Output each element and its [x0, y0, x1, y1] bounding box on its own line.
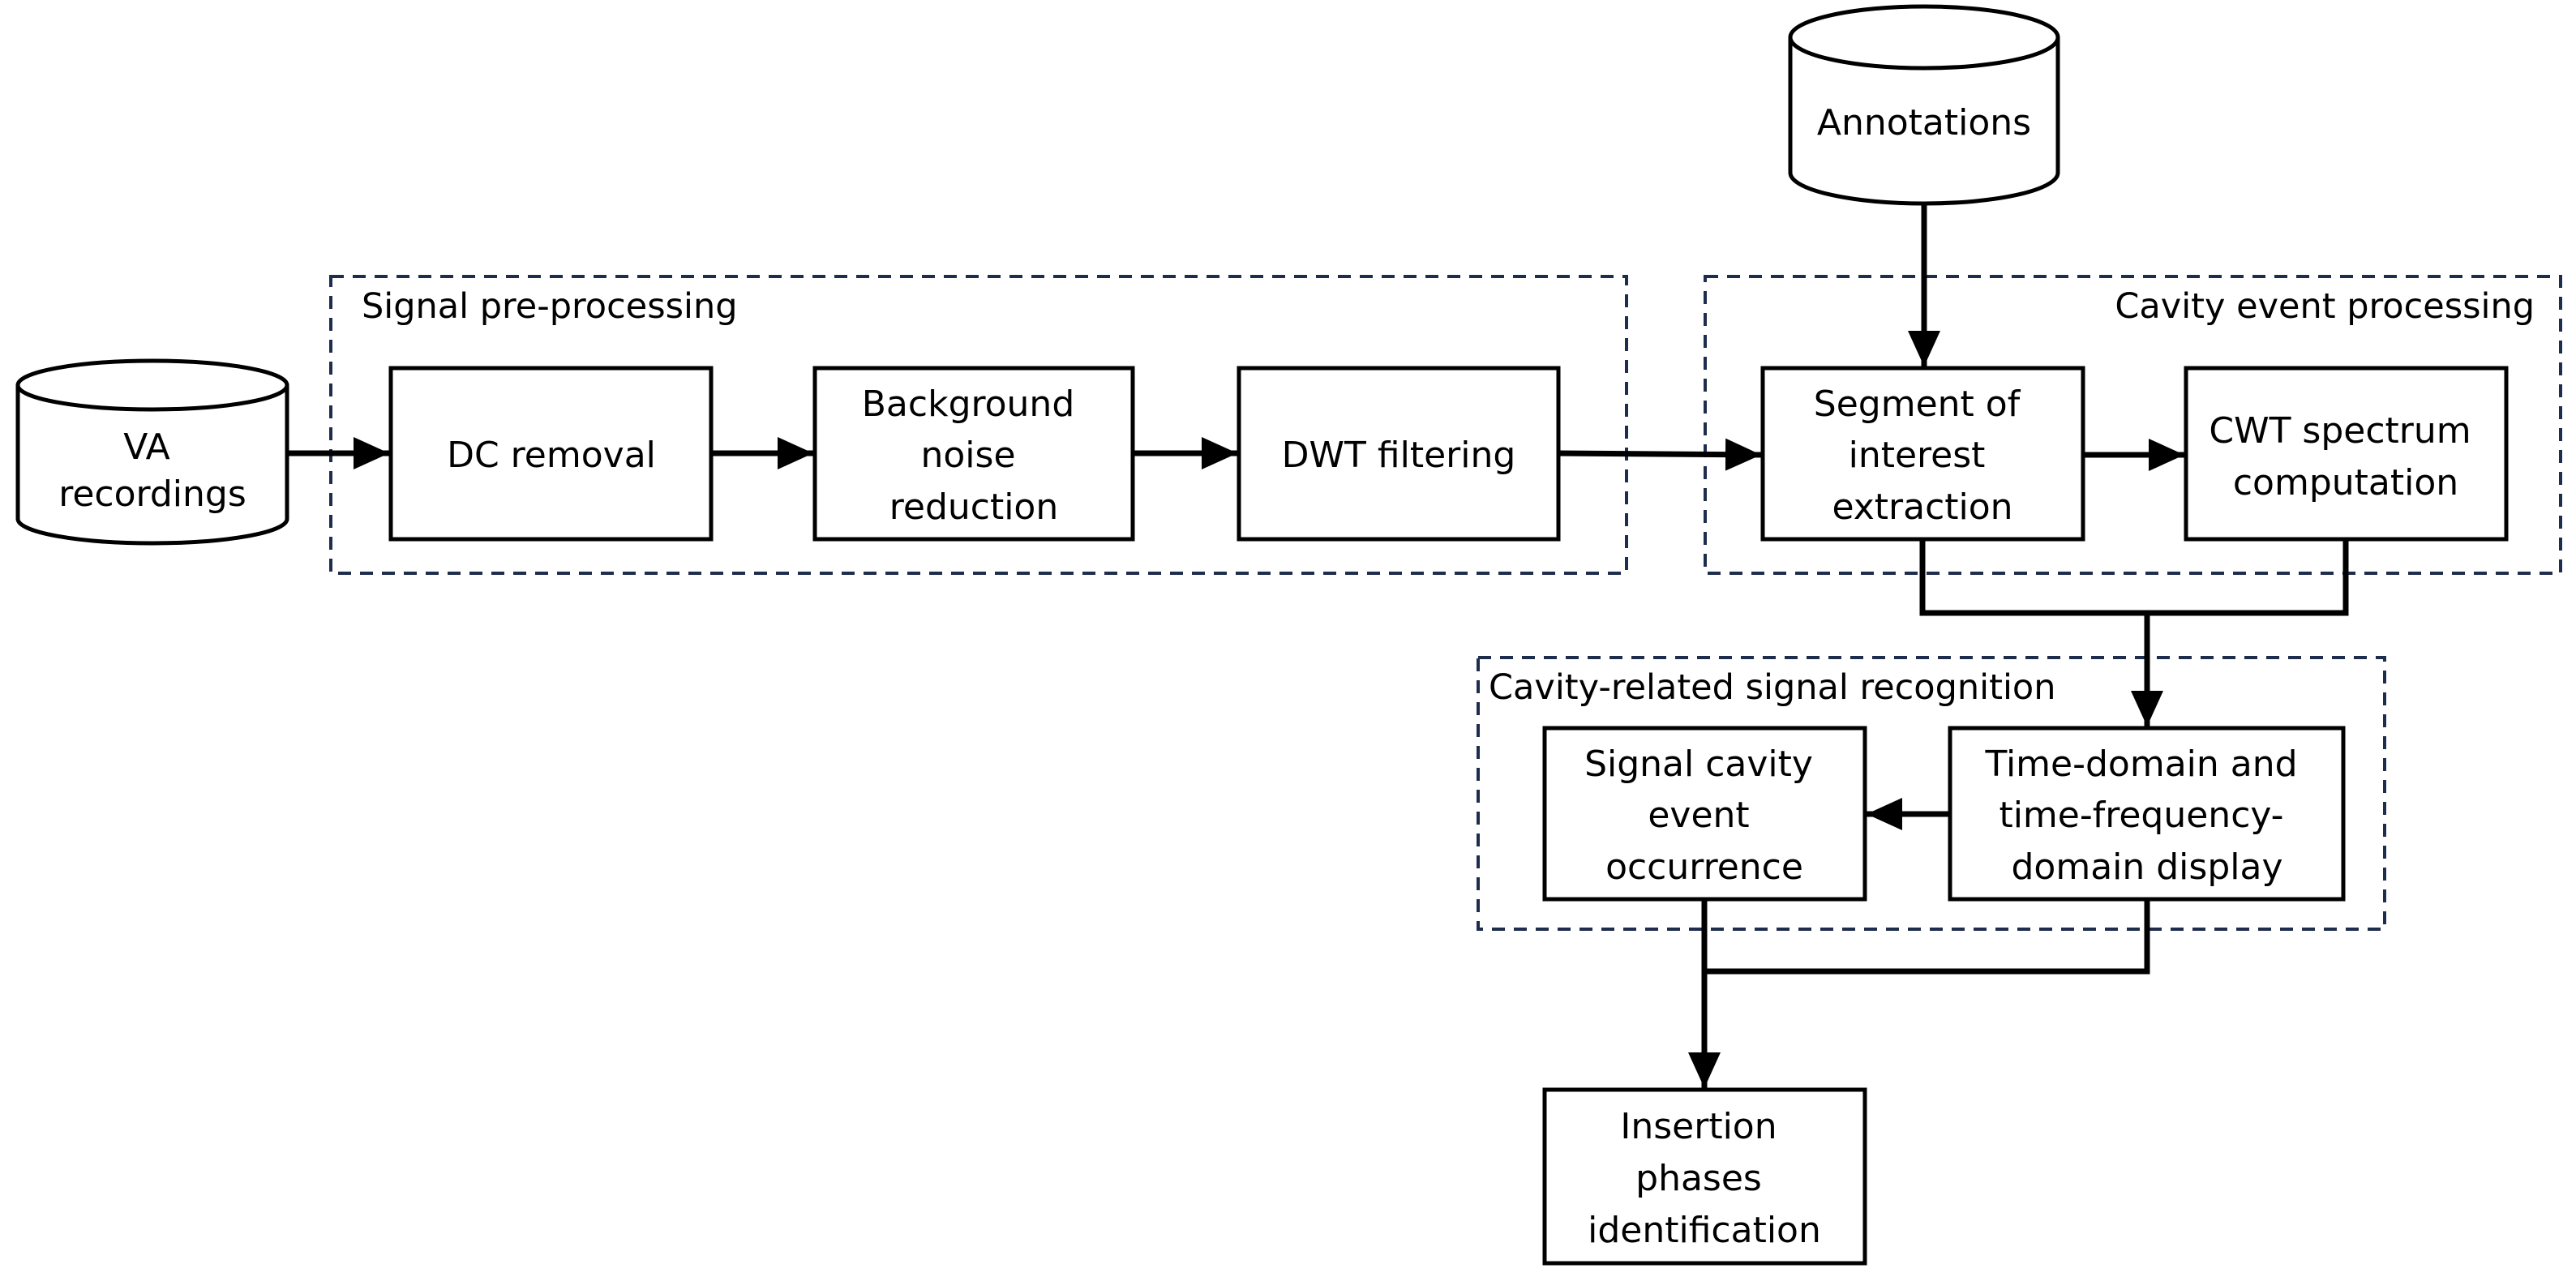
cwt-spectrum-box: CWT spectrum computation: [2184, 366, 2509, 542]
insertion-phases-label: Insertion phases identification: [1588, 1106, 1821, 1251]
preprocessing-group-label: Signal pre-processing: [362, 286, 738, 327]
va-recordings-database: VA recordings: [15, 358, 289, 546]
arrow-dwt-to-segment: [1558, 438, 1762, 471]
dwt-filtering-box: DWT filtering: [1237, 366, 1561, 542]
background-noise-box: Background noise reduction: [812, 366, 1135, 542]
time-domain-display-label: Time-domain and time-frequency- domain d…: [1984, 743, 2308, 888]
dc-removal-label: DC removal: [447, 435, 656, 476]
signal-cavity-event-box: Signal cavity event occurrence: [1542, 726, 1867, 902]
cwt-spectrum-label: CWT spectrum computation: [2209, 410, 2482, 504]
cavity-processing-group-label: Cavity event processing: [2115, 286, 2535, 327]
annotations-label: Annotations: [1817, 102, 2031, 144]
insertion-phases-box: Insertion phases identification: [1542, 1087, 1867, 1266]
signal-cavity-event-label: Signal cavity event occurrence: [1584, 743, 1824, 888]
segment-extraction-box: Segment of interest extraction: [1760, 366, 2085, 542]
recognition-group-label: Cavity-related signal recognition: [1489, 667, 2055, 708]
time-domain-display-box: Time-domain and time-frequency- domain d…: [1948, 726, 2346, 902]
merge-line-processing: [1919, 539, 2349, 616]
preprocessing-group: [329, 275, 1628, 575]
annotations-database: Annotations: [1788, 4, 2060, 206]
cavity-processing-group: [1704, 275, 2562, 575]
merge-line-recognition: [1701, 899, 2150, 975]
recognition-group: [1477, 656, 2386, 931]
va-recordings-label: VA recordings: [58, 426, 246, 515]
segment-extraction-label: Segment of interest extraction: [1814, 384, 2031, 528]
dwt-filtering-label: DWT filtering: [1282, 435, 1516, 476]
background-noise-label: Background noise reduction: [862, 384, 1087, 528]
dc-removal-box: DC removal: [388, 366, 714, 542]
